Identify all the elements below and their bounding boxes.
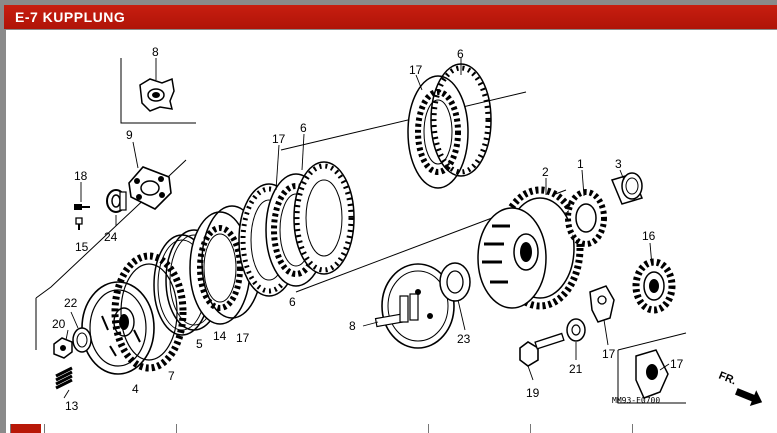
callout-20: 20 — [52, 317, 66, 331]
callout-10: 9 — [126, 128, 133, 142]
callout-17a: 17 — [409, 63, 423, 77]
leader-lines — [63, 58, 670, 399]
figure-code: MM93-E0700 — [612, 396, 660, 405]
part-19-bolt — [519, 332, 565, 367]
part-18-bolt — [74, 204, 90, 230]
callout-16: 17 — [602, 347, 616, 361]
part-1-sprocket — [565, 189, 607, 247]
part-3-bushing — [610, 172, 644, 205]
table-header-cell — [176, 424, 427, 433]
callout-21: 21 — [569, 362, 583, 376]
callout-2: 2 — [542, 165, 549, 179]
table-header-cell — [428, 424, 529, 433]
table-header-cell — [44, 424, 175, 433]
part-8-pressure-plate — [374, 263, 455, 349]
callout-1: 1 — [577, 157, 584, 171]
callout-17b: 17 — [272, 132, 286, 146]
callout-11: 13 — [65, 399, 79, 413]
callout-12: 14 — [213, 329, 227, 343]
callout-24: 24 — [104, 230, 118, 244]
page-title: E-7 KUPPLUNG — [4, 5, 777, 29]
front-direction-arrow: FR. — [717, 370, 763, 406]
callout-3: 3 — [615, 157, 622, 171]
part-15-inset — [635, 349, 669, 399]
part-14-gear — [632, 258, 676, 314]
part-20-nut — [53, 337, 73, 359]
part-16-lock-washer — [589, 285, 615, 323]
callout-6c: 6 — [289, 295, 296, 309]
part-17-plate-back — [407, 75, 469, 189]
callout-22: 22 — [64, 296, 78, 310]
parts-diagram-canvas: 8 6 17 6 17 9 18 15 24 2 1 3 16 22 20 13… — [6, 30, 777, 424]
callout-7: 7 — [168, 369, 175, 383]
callout-5: 5 — [196, 337, 203, 351]
parts-table-header-strip — [6, 424, 777, 433]
table-header-cell — [632, 424, 773, 433]
part-11-spring — [55, 366, 73, 390]
part-22-washer — [72, 327, 92, 353]
callout-6a: 6 — [457, 47, 464, 61]
callout-17c: 17 — [236, 331, 250, 345]
callout-labels: 8 6 17 6 17 9 18 15 24 2 1 3 16 22 20 13… — [52, 45, 763, 413]
part-9-flange — [139, 77, 175, 112]
exploded-parts-diagram: 8 6 17 6 17 9 18 15 24 2 1 3 16 22 20 13… — [35, 45, 763, 413]
callout-6b: 6 — [300, 121, 307, 135]
part-24-bearing — [106, 189, 127, 213]
callout-19: 19 — [526, 386, 540, 400]
arrow-icon — [735, 388, 763, 406]
callout-15: 17 — [670, 357, 684, 371]
part-6-disc-mid-2 — [293, 161, 355, 275]
part-21-washer — [566, 318, 586, 342]
table-header-cell — [10, 424, 41, 433]
part-23-washer — [439, 262, 471, 302]
part-2-clutch-outer — [477, 186, 584, 310]
front-direction-label: FR. — [717, 370, 738, 388]
callout-4: 4 — [132, 382, 139, 396]
callout-13: 15 — [75, 240, 89, 254]
callout-14: 16 — [642, 229, 656, 243]
callout-18: 18 — [74, 169, 88, 183]
callout-9: 8 — [152, 45, 159, 59]
callout-23: 23 — [457, 332, 471, 346]
callout-8: 8 — [349, 319, 356, 333]
part-10-plate — [128, 166, 172, 210]
table-header-cell — [530, 424, 631, 433]
